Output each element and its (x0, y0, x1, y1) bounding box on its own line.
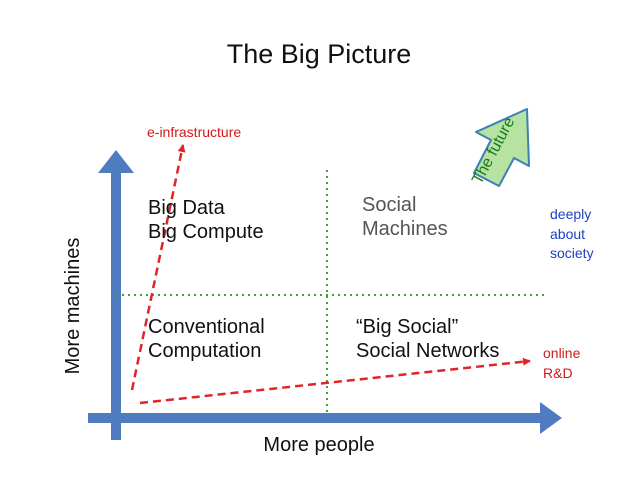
quadrant-bottom-left-line2: Computation (148, 340, 262, 363)
quadrant-top-left-line2: Big Compute (148, 221, 264, 244)
online-line2: R&D (543, 365, 573, 382)
y-axis-label: More machines (61, 237, 84, 375)
quadrant-top-left-line1: Big Data (148, 197, 225, 219)
quadrant-bottom-right: “Big Social” Social Networks (356, 315, 499, 364)
quadrant-bottom-left-line1: Conventional (148, 316, 265, 338)
e-infrastructure-label: e-infrastructure (147, 124, 242, 140)
diagram-title: The Big Picture (226, 39, 412, 69)
e-infrastructure-arrow (130, 144, 186, 391)
y-axis-arrow (98, 150, 134, 440)
online-rnd-label: online R&D (543, 343, 580, 384)
quadrant-top-left: Big Data Big Compute (148, 196, 264, 245)
quadrant-top-right-line2: Machines (362, 218, 448, 241)
quadrant-top-right: Social Machines (362, 193, 448, 242)
quadrant-top-right-line1: Social (362, 194, 417, 216)
deeply-line2: about (550, 225, 586, 242)
quadrant-bottom-right-line1: “Big Social” (356, 316, 459, 338)
online-line1: online (543, 345, 581, 361)
deeply-line3: society (550, 245, 594, 262)
deeply-line1: deeply (550, 206, 592, 222)
deeply-about-society-label: deeply about society (550, 205, 594, 264)
the-future-arrow (473, 108, 530, 187)
x-axis-arrow (88, 402, 562, 434)
quadrant-bottom-right-line2: Social Networks (356, 340, 500, 363)
quadrant-bottom-left: Conventional Computation (148, 315, 265, 364)
x-axis-label: More people (263, 434, 375, 456)
online-rnd-arrow (139, 357, 531, 405)
